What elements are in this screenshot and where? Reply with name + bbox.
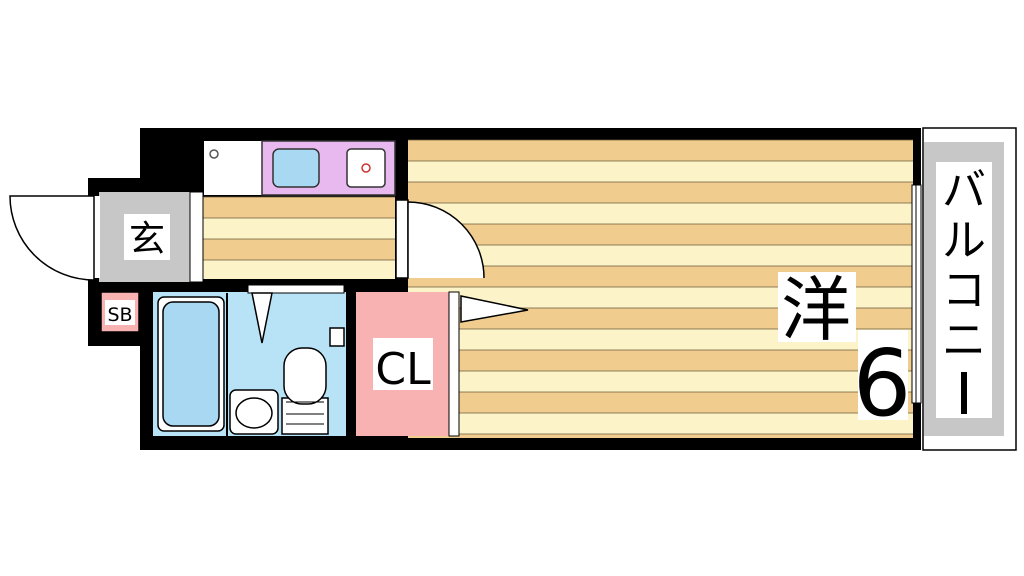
kitchen-burner-icon (346, 148, 386, 188)
floor-stripe (203, 239, 395, 260)
western-room-label-bg (778, 272, 856, 342)
washbasin-bowl (235, 397, 273, 429)
floor-stripe (408, 371, 913, 392)
floor-stripe (408, 140, 913, 161)
floor-stripe (408, 434, 913, 438)
kitchen-counter (204, 141, 262, 195)
balcony-label-char: ニ (942, 315, 986, 366)
toilet-seat (283, 347, 327, 405)
closet-label-bg (373, 338, 433, 390)
floor-stripe (203, 260, 395, 279)
room-door-swing (407, 201, 485, 279)
balcony-label-char (961, 372, 967, 414)
floor-stripe (203, 218, 395, 239)
western-floor-stripes (408, 139, 913, 438)
floor-stripe (408, 350, 913, 371)
bathroom-door-frame (247, 284, 345, 294)
corridor-floor (203, 196, 395, 279)
towel-rack (329, 327, 345, 347)
balcony-label-char: ル (942, 215, 986, 266)
balcony-label: バ ル コ ニ (942, 165, 986, 414)
floor-stripe (408, 413, 913, 434)
bathroom-door-leaf (251, 292, 273, 344)
floor-stripe (203, 197, 395, 218)
western-room-door-leaf (460, 295, 529, 323)
floor-stripe (408, 182, 913, 203)
entrance-door-swing (9, 195, 95, 281)
floor-stripe (408, 161, 913, 182)
kitchen-stove-icon (209, 149, 219, 159)
kitchen-sink-icon (272, 148, 320, 188)
bathtub-basin (162, 301, 220, 427)
balcony-label-char: コ (942, 265, 986, 316)
shoe-box-label-bg (105, 300, 135, 325)
western-room-label: 洋 (781, 269, 851, 351)
closet-door-track (448, 291, 460, 437)
floor-stripe (408, 245, 913, 266)
entrance-step (189, 191, 204, 283)
floor-stripe (408, 224, 913, 245)
western-room-size: 6 (853, 330, 912, 437)
corridor-door-frame (395, 199, 409, 279)
shoe-box-label: SB (107, 304, 132, 326)
entrance-label-bg (124, 214, 170, 260)
western-room-size-bg (858, 330, 908, 420)
entrance-label: 玄 (129, 219, 165, 260)
closet-label: CL (375, 344, 431, 395)
burner-ring-icon (361, 163, 371, 173)
floor-stripe (408, 392, 913, 413)
floor-stripe (408, 203, 913, 224)
balcony-label-char: バ (942, 165, 986, 216)
corridor-floor-stripes (203, 196, 395, 279)
